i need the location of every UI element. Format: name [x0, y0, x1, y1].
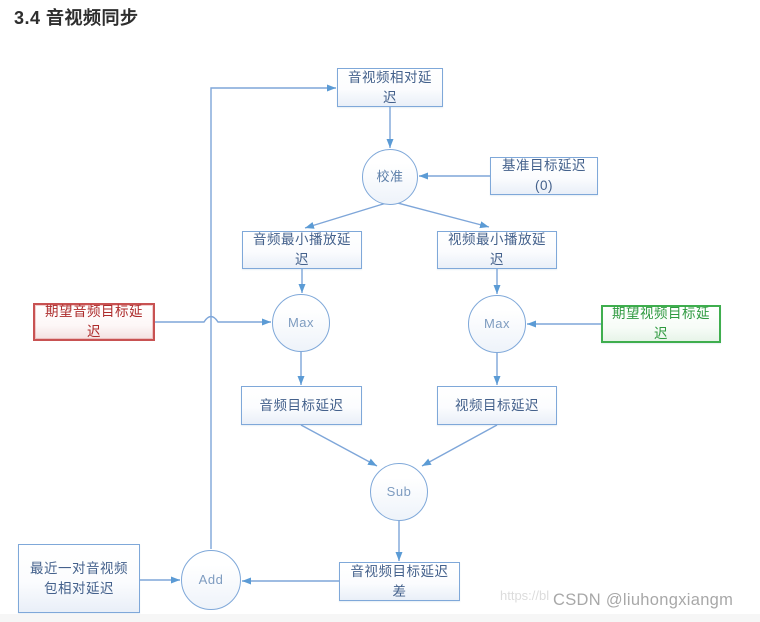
- node-audio-target-delay: 音频目标延迟: [241, 386, 362, 425]
- node-expected-audio-target-delay: 期望音频目标延迟: [33, 303, 155, 341]
- watermark-csdn-text: CSDN @liuhongxiangm: [553, 591, 734, 609]
- node-av-relative-delay: 音视频相对延迟: [337, 68, 443, 107]
- connector-add-to-av-relative-delay: [210, 84, 336, 549]
- node-add-circle: Add: [181, 550, 241, 610]
- node-latest-av-packet-relative-delay: 最近一对音视频包相对延迟: [18, 544, 140, 613]
- watermark-url-fragment: https://bl: [500, 588, 550, 603]
- node-base-target-delay: 基准目标延迟(0): [490, 157, 598, 195]
- node-calibrate-circle: 校准: [362, 149, 418, 205]
- node-video-min-playout-delay: 视频最小播放延迟: [437, 231, 557, 269]
- connector-expected-audio-to-max: [155, 315, 271, 326]
- bottom-strip: [0, 614, 760, 622]
- node-audio-min-playout-delay: 音频最小播放延迟: [242, 231, 362, 269]
- node-video-max-circle: Max: [468, 295, 526, 353]
- page-title: 3.4 音视频同步: [14, 8, 139, 28]
- connector-video-target-to-sub: [421, 424, 498, 467]
- node-expected-video-target-delay: 期望视频目标延迟: [601, 305, 721, 343]
- node-audio-max-circle: Max: [272, 294, 330, 352]
- node-av-target-delay-diff: 音视频目标延迟差: [339, 562, 460, 601]
- connector-audio-target-to-sub: [300, 424, 378, 467]
- node-video-target-delay: 视频目标延迟: [437, 386, 557, 425]
- node-sub-circle: Sub: [370, 463, 428, 521]
